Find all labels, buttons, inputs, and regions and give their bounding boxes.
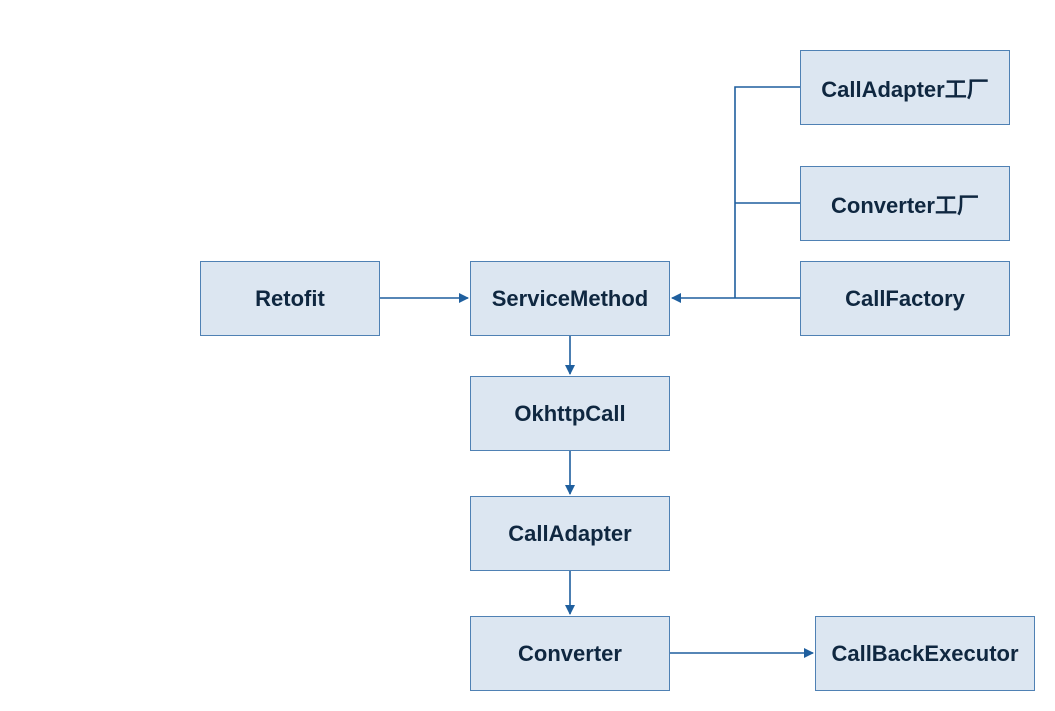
servicemethod-node: ServiceMethod: [470, 261, 670, 336]
callbackexecutor-label: CallBackExecutor: [831, 640, 1019, 666]
converter-node: Converter: [470, 616, 670, 691]
callfactory-node: CallFactory: [800, 261, 1010, 336]
retofit-node: Retofit: [200, 261, 380, 336]
okhttpcall-label: OkhttpCall: [514, 400, 626, 426]
callbackexecutor-node: CallBackExecutor: [815, 616, 1035, 691]
connector-calladapter-factory-bus: [734, 86, 800, 298]
okhttpcall-node: OkhttpCall: [470, 376, 670, 451]
callfactory-label: CallFactory: [845, 285, 965, 311]
calladapter-label: CallAdapter: [508, 520, 632, 546]
converter-factory-label: Converter工厂: [831, 192, 979, 218]
calladapter-factory-node: CallAdapter工厂: [800, 50, 1010, 125]
calladapter-factory-label: CallAdapter工厂: [821, 76, 989, 102]
converter-label: Converter: [518, 640, 622, 666]
calladapter-node: CallAdapter: [470, 496, 670, 571]
retofit-label: Retofit: [255, 285, 325, 311]
converter-factory-node: Converter工厂: [800, 166, 1010, 241]
servicemethod-label: ServiceMethod: [491, 285, 649, 311]
